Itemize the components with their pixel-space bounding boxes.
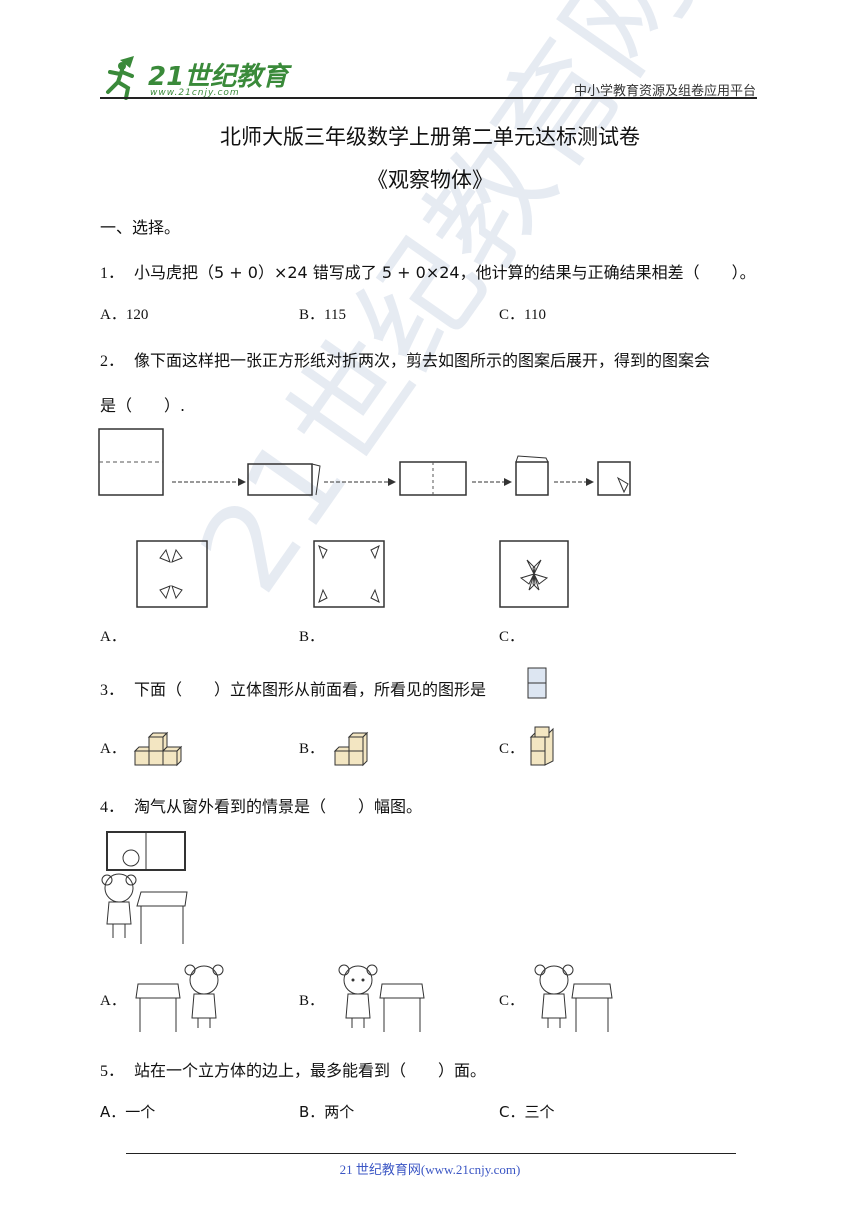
logo-runner-icon: [106, 56, 134, 100]
q4-figure-b[interactable]: [334, 962, 430, 1034]
q4-text: 淘气从窗外看到的情景是（ ）幅图。: [134, 797, 423, 816]
q4-option-b[interactable]: B．: [299, 993, 325, 1009]
q4-scene-illustration: [101, 831, 188, 944]
q2-figure-b[interactable]: [313, 540, 385, 608]
q2-option-a[interactable]: A．: [100, 629, 126, 645]
folding-diagram: [98, 428, 631, 496]
q3-cubes-a[interactable]: [133, 731, 183, 767]
q2-option-c[interactable]: C．: [499, 629, 525, 645]
header-right-text: 中小学教育资源及组卷应用平台: [574, 83, 757, 98]
q3-cubes-b[interactable]: [333, 731, 373, 767]
q2-figure-a[interactable]: [136, 540, 208, 608]
q1-option-b[interactable]: B．115: [299, 307, 346, 323]
q2-figure-c[interactable]: [499, 540, 569, 608]
q1-option-c[interactable]: C．110: [499, 307, 546, 323]
q3-text: 下面（ ）立体图形从前面看，所看见的图形是: [134, 680, 487, 699]
footer-rule: [126, 1153, 736, 1154]
q1-number: 1．: [100, 265, 125, 282]
q4-figure-c[interactable]: [530, 962, 620, 1034]
q3-option-b[interactable]: B．: [299, 741, 325, 757]
q1-option-a[interactable]: A．120: [100, 307, 149, 323]
q4-figure-a[interactable]: [132, 962, 228, 1034]
q5-option-b[interactable]: B．两个: [299, 1103, 355, 1121]
q5-option-a[interactable]: A．一个: [100, 1103, 156, 1121]
q2-number: 2．: [100, 353, 125, 370]
q1-text: 小马虎把（5 + 0）×24 错写成了 5 + 0×24，他计算的结果与正确结果…: [134, 263, 756, 282]
footer-text[interactable]: 21 世纪教育网(www.21cnjy.com): [339, 1162, 521, 1177]
q3-cubes-c[interactable]: [529, 725, 559, 767]
q3-option-a[interactable]: A．: [100, 741, 126, 757]
q4-option-a[interactable]: A．: [100, 993, 126, 1009]
section-heading: 一、选择。: [100, 218, 181, 237]
q5-number: 5．: [100, 1063, 125, 1080]
q3-number: 3．: [100, 682, 125, 699]
logo-text: 21世纪教育: [148, 62, 289, 92]
q2-text-line2: 是（ ）.: [100, 396, 186, 415]
q5-text: 站在一个立方体的边上，最多能看到（ ）面。: [134, 1061, 487, 1080]
q4-number: 4．: [100, 799, 125, 816]
q2-text-line1: 像下面这样把一张正方形纸对折两次，剪去如图所示的图案后展开，得到的图案会: [134, 351, 711, 370]
q3-option-c[interactable]: C．: [499, 741, 525, 757]
q2-option-b[interactable]: B．: [299, 629, 325, 645]
header-rule: [100, 97, 757, 99]
logo-url: www.21cnjy.com: [150, 88, 240, 98]
page-title: 北师大版三年级数学上册第二单元达标测试卷: [220, 125, 640, 149]
q5-option-c[interactable]: C．三个: [499, 1103, 555, 1121]
page-subtitle: 《观察物体》: [367, 168, 493, 192]
q3-front-view-icon: [527, 667, 547, 699]
q4-option-c[interactable]: C．: [499, 993, 525, 1009]
